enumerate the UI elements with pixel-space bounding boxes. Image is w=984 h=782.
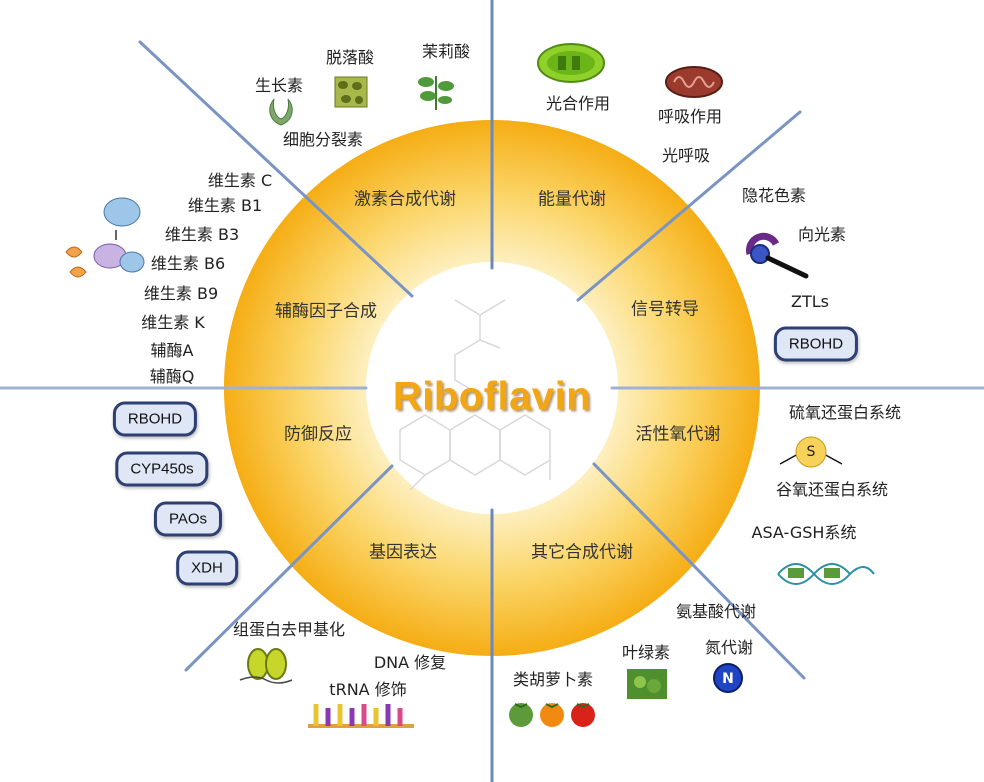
box-defense-xdh: XDH bbox=[176, 550, 238, 586]
cofactor-vitamin-b6: 维生素 B6 bbox=[150, 254, 226, 273]
label-cytokinin: 细胞分裂素 bbox=[282, 130, 364, 149]
box-defense-paos: PAOs bbox=[153, 501, 223, 537]
label-carotenoid: 类胡萝卜素 bbox=[512, 670, 594, 689]
segment-signal: 信号转导 bbox=[631, 299, 699, 320]
cofactor-vitamin-c: 维生素 C bbox=[207, 171, 273, 190]
label-jasmonic-acid: 茉莉酸 bbox=[421, 42, 471, 61]
label-respiration: 呼吸作用 bbox=[657, 107, 723, 126]
label-auxin: 生长素 bbox=[254, 76, 304, 95]
box-defense-rbohd: RBOHD bbox=[112, 401, 198, 437]
label-phototropin: 向光素 bbox=[797, 225, 847, 244]
segment-defense: 防御反应 bbox=[284, 424, 352, 445]
segment-hormone: 激素合成代谢 bbox=[354, 189, 456, 210]
label-glutaredoxin: 谷氧还蛋白系统 bbox=[775, 480, 889, 499]
label-histone: 组蛋白去甲基化 bbox=[232, 620, 346, 639]
cofactor-coenzyme-a: 辅酶A bbox=[150, 341, 194, 360]
label-thioredoxin: 硫氧还蛋白系统 bbox=[788, 403, 902, 422]
seedling-icon bbox=[269, 98, 293, 126]
mitochondrion-icon bbox=[665, 66, 723, 98]
asa-gsh-cycle-icon bbox=[777, 563, 875, 585]
label-dna-repair: DNA 修复 bbox=[373, 653, 447, 672]
label-amino-acid: 氨基酸代谢 bbox=[675, 602, 757, 621]
box-defense-cyp450s: CYP450s bbox=[115, 451, 209, 487]
photoreceptor-icon bbox=[746, 232, 809, 279]
label-photorespiration: 光呼吸 bbox=[661, 146, 711, 165]
cofactor-vitamin-b1: 维生素 B1 bbox=[187, 196, 263, 215]
label-chlorophyll: 叶绿素 bbox=[621, 643, 671, 662]
sulfur-label: S bbox=[806, 444, 816, 460]
label-aba: 脱落酸 bbox=[325, 48, 375, 67]
chloroplast-icon bbox=[537, 43, 605, 83]
ring-band bbox=[223, 120, 760, 656]
segment-ros: 活性氧代谢 bbox=[635, 424, 721, 445]
cofactor-vitamin-b9: 维生素 B9 bbox=[143, 284, 219, 303]
segment-cofactor: 辅酶因子合成 bbox=[275, 301, 377, 322]
dna-strand-icon bbox=[308, 704, 414, 728]
ring-inner-edge bbox=[366, 262, 618, 514]
cofactor-coenzyme-q: 辅酶Q bbox=[149, 367, 195, 386]
label-ztls: ZTLs bbox=[791, 292, 829, 311]
cofactor-vitamin-k: 维生素 K bbox=[141, 313, 205, 332]
label-asa-gsh: ASA-GSH系统 bbox=[751, 523, 857, 542]
sulfur-node-icon bbox=[779, 436, 843, 468]
nitrogen-atom-icon bbox=[713, 663, 743, 693]
enzyme-cofactor-icon bbox=[65, 197, 145, 278]
tomato-ripening-icon bbox=[509, 703, 595, 727]
label-cryptochrome: 隐花色素 bbox=[741, 186, 807, 205]
nucleosome-icon bbox=[239, 648, 293, 684]
segment-other-synthesis: 其它合成代谢 bbox=[531, 542, 633, 563]
label-trna: tRNA 修饰 bbox=[329, 680, 407, 699]
segment-energy: 能量代谢 bbox=[538, 189, 606, 210]
cell-tissue-icon bbox=[334, 76, 368, 108]
box-rbohd-signal: RBOHD bbox=[773, 326, 859, 362]
chlorophyll-leaf-icon bbox=[627, 669, 667, 699]
center-title: Riboflavin bbox=[392, 374, 592, 419]
segment-gene-expression: 基因表达 bbox=[369, 542, 437, 563]
plant-illustration-icon bbox=[418, 76, 454, 110]
riboflavin-structure bbox=[399, 299, 551, 491]
nitrogen-atom-label: N bbox=[722, 671, 734, 687]
label-nitrogen: 氮代谢 bbox=[704, 638, 754, 657]
label-photosynthesis: 光合作用 bbox=[545, 94, 611, 113]
cofactor-vitamin-b3: 维生素 B3 bbox=[164, 225, 240, 244]
